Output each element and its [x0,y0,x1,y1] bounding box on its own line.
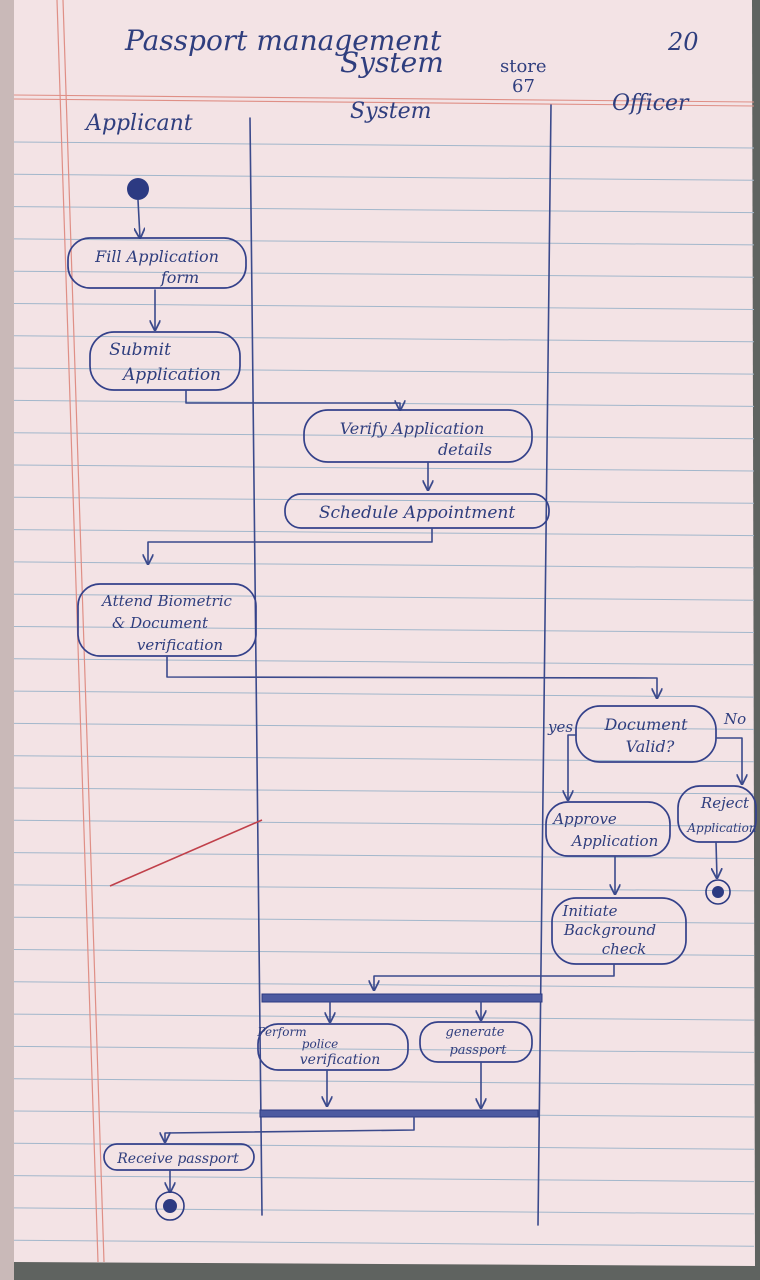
svg-text:Fill Application: Fill Application [94,247,219,266]
diagram-title: Passport management [124,24,442,57]
svg-text:Approve: Approve [551,810,617,828]
final-node [155,1191,185,1221]
ruled-line [13,464,755,472]
flow-arrow [138,199,140,238]
ruled-line [13,1239,755,1247]
svg-text:form: form [160,268,199,287]
ruled-line [13,1013,755,1021]
svg-text:Perform: Perform [256,1025,306,1039]
svg-text:Background: Background [563,921,656,939]
svg-text:Receive passport: Receive passport [116,1151,239,1167]
ruled-line [13,949,755,956]
ruled-line [13,852,755,860]
ruled-line [13,335,755,343]
ruled-line [13,755,755,763]
svg-text:Application: Application [686,821,756,835]
svg-text:Attend Biometric: Attend Biometric [100,592,232,610]
lane-header-system: System [350,99,432,124]
store-label: store [500,56,547,77]
svg-text:check: check [602,940,646,958]
ruled-line [13,367,755,375]
flow-arrow [165,1116,415,1142]
ruled-line [13,529,755,537]
swimlane-dividers [249,104,552,1226]
ruled-line [13,787,755,795]
ruled-line [13,884,755,892]
flow-arrow [185,389,400,410]
diagram-title-line2: System [340,46,444,79]
ruled-line [13,1045,755,1053]
svg-text:Initiate: Initiate [561,902,617,920]
flow-arrow [148,527,433,564]
branch-label-no: No [723,710,746,728]
flow-arrow [166,655,657,698]
lane-header-applicant: Applicant [84,111,193,136]
ruled-line [13,593,755,601]
ruled-line [13,819,755,827]
page-number: 20 [667,28,699,56]
ruled-line [13,206,755,214]
flow-arrow-no [715,737,742,784]
branch-label-yes: yes [547,718,573,736]
ruled-line [13,658,755,666]
ruled-line [13,916,755,924]
ruled-line [13,1175,755,1183]
svg-text:& Document: & Document [112,614,209,632]
initial-node [127,178,149,200]
svg-text:passport: passport [449,1043,507,1058]
ruled-line [13,690,755,698]
ruled-line [13,496,755,504]
ruled-line [13,1078,755,1086]
ruled-line [13,432,755,440]
node-decision-document-valid: Document Valid? [575,705,717,763]
node-submit-application: Submit Application [89,331,241,391]
ruled-line [13,238,755,246]
ruled-line [13,722,755,730]
lane-header-officer: Officer [612,91,690,116]
ruled-line [13,141,755,149]
ruled-line [13,561,755,569]
node-reject-application: Reject Application [677,785,757,843]
node-schedule-appointment: Schedule Appointment [284,493,550,529]
svg-text:details: details [438,440,492,459]
svg-text:Submit: Submit [109,340,171,360]
node-initiate-background-check: Initiate Background check [551,897,687,965]
node-generate-passport: generate passport [419,1021,533,1063]
svg-text:verification: verification [300,1052,380,1068]
red-pen-stroke [109,819,263,887]
flow-arrow [374,963,615,990]
ruled-lines [13,141,755,1247]
join-bar [259,1109,539,1118]
svg-text:Application: Application [570,832,659,850]
svg-text:Application: Application [121,365,221,385]
paper-sheet [14,0,755,1266]
ruled-line [13,303,755,310]
svg-text:Verify Application: Verify Application [340,419,485,438]
node-perform-police-verification: Perform police verification [256,1023,409,1071]
ruled-line [13,981,755,989]
ruled-line [13,1207,755,1215]
svg-text:verification: verification [137,636,223,654]
flow-arrow [716,841,717,878]
svg-text:police: police [302,1037,338,1051]
svg-text:generate: generate [446,1025,505,1040]
node-receive-passport: Receive passport [103,1143,255,1171]
ruled-line [13,270,755,278]
fork-bar [261,993,543,1003]
node-fill-application-form: Fill Application form [67,237,247,289]
svg-text:Document: Document [603,715,688,734]
node-verify-application-details: Verify Application details [303,409,533,463]
ruled-line [13,626,755,633]
ruled-line [13,173,755,181]
flow-arrow-yes [568,734,577,800]
svg-text:Valid?: Valid? [626,737,675,756]
store-number: 67 [512,76,535,97]
final-node-reject [705,879,731,905]
node-approve-application: Approve Application [545,801,671,857]
svg-text:Schedule Appointment: Schedule Appointment [319,503,516,523]
svg-text:Reject: Reject [700,794,750,812]
notebook-edge [0,0,14,1280]
